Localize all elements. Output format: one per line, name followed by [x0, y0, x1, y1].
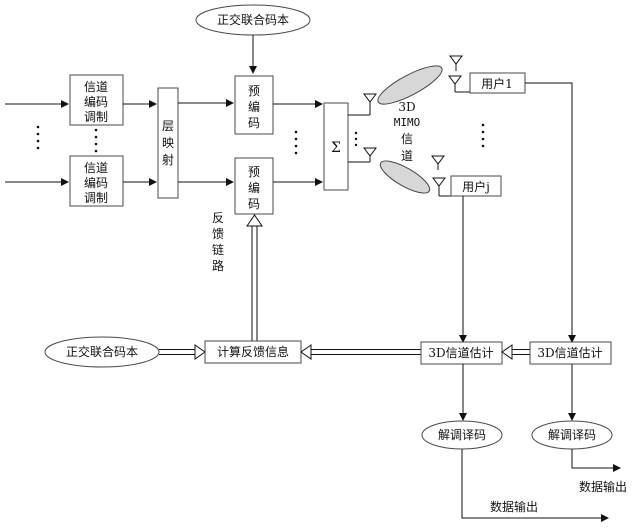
channel-3d-label: 3D MIMO 信 道	[394, 100, 421, 163]
codebook-bottom-label: 正交联合码本	[66, 344, 138, 359]
rx-antenna-userj-top	[432, 156, 444, 170]
tx-antenna-bottom	[348, 148, 376, 162]
svg-text:射: 射	[162, 152, 174, 167]
estimate-to-feedback-double-arrow	[301, 345, 421, 359]
svg-text:预: 预	[248, 84, 260, 98]
channel-estimate-box-2: 3D信道估计	[530, 342, 611, 364]
tx-antenna-dots	[355, 132, 357, 146]
svg-text:用户1: 用户1	[481, 76, 513, 91]
rx-antenna-user1	[449, 76, 470, 92]
precoding-ellipsis-dots	[295, 131, 298, 155]
svg-text:编: 编	[248, 99, 260, 114]
user-j-box: 用户j	[451, 176, 501, 196]
svg-text:链: 链	[212, 242, 224, 257]
svg-text:调制: 调制	[84, 191, 108, 205]
layer-mapping-box: 层 映 射	[158, 88, 178, 198]
svg-text:馈: 馈	[212, 227, 224, 241]
svg-text:MIMO: MIMO	[394, 116, 421, 129]
svg-text:3D: 3D	[398, 100, 415, 114]
svg-text:路: 路	[212, 258, 224, 273]
svg-text:道: 道	[401, 149, 413, 163]
svg-text:3D信道估计: 3D信道估计	[428, 346, 493, 360]
sum-box: Σ	[324, 103, 348, 190]
svg-text:码: 码	[248, 116, 260, 130]
user1-to-estimate-arrow	[525, 83, 572, 342]
rx-antenna-user1-top	[450, 56, 462, 71]
svg-text:编: 编	[248, 180, 260, 195]
svg-text:用户j: 用户j	[462, 179, 490, 194]
svg-text:信道: 信道	[84, 161, 108, 175]
data-output-label-1: 数据输出	[490, 499, 538, 514]
data-output-label-2: 数据输出	[579, 479, 627, 494]
svg-text:层: 层	[162, 119, 174, 133]
data-output-arrow-2	[572, 449, 620, 468]
coding-ellipsis-dots	[95, 129, 98, 153]
svg-text:反: 反	[212, 211, 224, 225]
input-ellipsis-dots	[37, 126, 40, 150]
codebook-to-feedback-double-arrow	[159, 345, 205, 359]
svg-text:信道: 信道	[84, 80, 108, 94]
sum-symbol: Σ	[331, 140, 341, 156]
svg-text:预: 预	[248, 165, 260, 179]
svg-text:计算反馈信息: 计算反馈信息	[217, 344, 289, 359]
demod-node-2: 解调译码	[532, 421, 612, 449]
feedback-up-double-arrow	[247, 215, 262, 341]
precoding-box-2: 预 编 码	[235, 158, 273, 214]
svg-text:编码: 编码	[84, 175, 108, 190]
feedback-link-label: 反 馈 链 路	[212, 211, 224, 273]
svg-text:映: 映	[162, 136, 174, 150]
svg-text:调制: 调制	[84, 110, 108, 124]
estimate2-to-estimate1-double-arrow	[502, 345, 530, 359]
svg-text:3D信道估计: 3D信道估计	[537, 346, 602, 360]
codebook-top-label: 正交联合码本	[217, 12, 289, 27]
codebook-bottom-node: 正交联合码本	[45, 337, 159, 367]
codebook-top-node: 正交联合码本	[196, 5, 310, 35]
channel-coding-box-2: 信道 编码 调制	[70, 156, 123, 206]
channel-estimate-box-1: 3D信道估计	[421, 342, 502, 364]
svg-text:信: 信	[401, 132, 413, 146]
svg-text:解调译码: 解调译码	[548, 428, 596, 442]
user-ellipsis-dots	[482, 124, 485, 148]
svg-text:解调译码: 解调译码	[438, 428, 486, 442]
demod-node-1: 解调译码	[422, 421, 502, 449]
tx-antenna-top	[348, 94, 376, 115]
rx-antenna-userj	[433, 178, 451, 196]
compute-feedback-box: 计算反馈信息	[205, 341, 301, 363]
svg-text:编码: 编码	[84, 94, 108, 109]
channel-coding-box-1: 信道 编码 调制	[70, 75, 123, 125]
user-1-box: 用户1	[470, 73, 525, 93]
precoding-box-1: 预 编 码	[235, 76, 273, 134]
svg-text:码: 码	[248, 197, 260, 211]
